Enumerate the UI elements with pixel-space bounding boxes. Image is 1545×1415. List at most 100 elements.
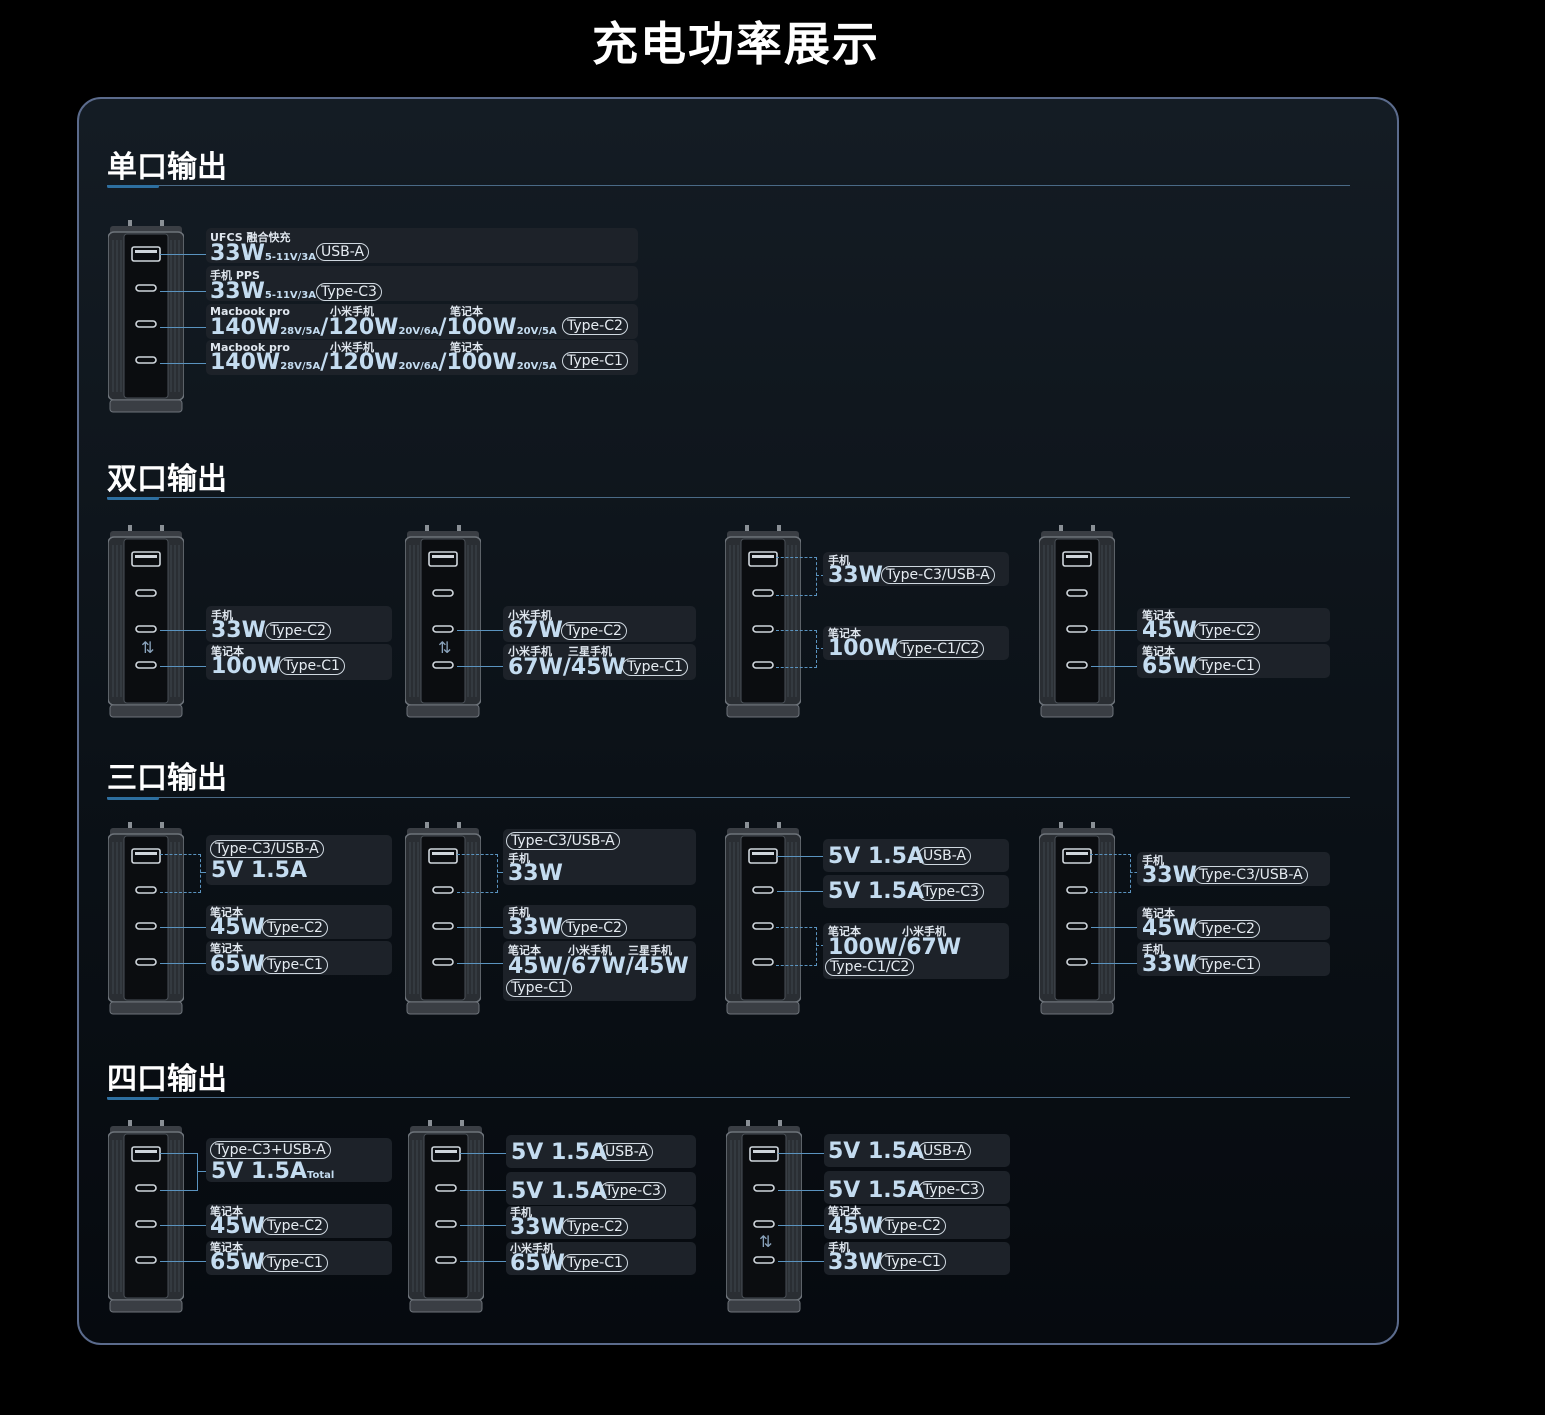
connector-line [1091, 666, 1137, 667]
device-label: 手机 PPS [210, 269, 260, 282]
power-value: 33W [828, 1250, 883, 1275]
port-badge: Type-C1 [562, 352, 628, 370]
power-value: 65W [510, 1251, 565, 1276]
group-bracket [160, 854, 201, 893]
power-value: 140W28V/5A/120W20V/6A/100W20V/5A [210, 350, 557, 375]
power-value: 5V 1.5A [828, 879, 924, 904]
power-value: 33W5-11V/3A [210, 241, 317, 266]
device-label: 手机 [828, 1241, 850, 1254]
power-value: 5V 1.5A [511, 1179, 607, 1204]
output-row [206, 228, 638, 263]
connector-line [1091, 630, 1137, 631]
power-value: 45W [1142, 618, 1197, 643]
connector-line [457, 927, 503, 928]
output-row [206, 905, 392, 939]
port-badge: Type-C3+USB-A [210, 1141, 331, 1159]
port-badge: Type-C3 [600, 1182, 666, 1200]
connector-line [160, 1225, 206, 1226]
device-label: Macbook pro [210, 341, 290, 354]
connector-line [160, 1153, 198, 1154]
charger-icon [405, 525, 481, 718]
power-value: 33W [508, 915, 563, 940]
device-label: 小米手机 [508, 645, 552, 658]
port-badge: Type-C1 [1194, 956, 1260, 974]
port-badge: Type-C2 [1194, 920, 1260, 938]
device-label: 手机 [1142, 854, 1164, 867]
output-row [824, 1242, 1010, 1275]
device-label: 小米手机 [330, 305, 374, 318]
connector-line [160, 630, 206, 631]
power-value: 140W28V/5A/120W20V/6A/100W20V/5A [210, 315, 557, 340]
device-label: 手机 [510, 1206, 532, 1219]
device-label: 小米手机 [508, 609, 552, 622]
connector-line [160, 327, 206, 328]
output-row [1137, 608, 1330, 642]
port-badge: Type-C3 [918, 1181, 984, 1199]
device-label: 小米手机 [568, 944, 612, 957]
device-label: 手机 [1142, 943, 1164, 956]
port-badge: Type-C2 [262, 1217, 328, 1235]
connector-line [160, 666, 206, 667]
device-label: 笔记本 [210, 906, 243, 919]
connector-line [460, 1225, 506, 1226]
section-title-dual: 双口输出 [107, 462, 227, 497]
port-badge: Type-C2 [561, 919, 627, 937]
power-value: 67W [508, 618, 563, 643]
charger-icon [726, 1120, 802, 1313]
section-divider [107, 497, 1350, 498]
port-badge: USB-A [316, 243, 370, 261]
power-value: 45W/67W/45W [508, 954, 689, 979]
output-row [824, 1134, 1010, 1167]
connector-line [778, 1190, 824, 1191]
port-badge: Type-C1 [880, 1253, 946, 1271]
section-accent [107, 797, 159, 800]
connector-line [160, 254, 206, 255]
output-row [503, 829, 696, 885]
port-badge: USB-A [918, 1142, 972, 1160]
group-bracket [776, 630, 817, 668]
section-divider [107, 797, 1350, 798]
section-accent [107, 497, 159, 500]
device-label: 笔记本 [211, 645, 244, 658]
device-label: 手机 [211, 609, 233, 622]
output-row [1137, 942, 1330, 976]
group-bracket [1090, 854, 1131, 893]
port-badge: Type-C3/USB-A [881, 566, 995, 584]
swap-arrows-icon: ⇅ [759, 1232, 773, 1251]
connector-line [1130, 872, 1137, 873]
connector-line [160, 1261, 206, 1262]
port-badge: Type-C1 [279, 657, 345, 675]
power-value: 65W [1142, 654, 1197, 679]
connector-line [1091, 927, 1137, 928]
device-label: 手机 [508, 906, 530, 919]
device-label: UFCS 融合快充 [210, 231, 291, 244]
connector-line [457, 666, 503, 667]
group-bracket [457, 854, 498, 893]
connector-line [777, 891, 823, 892]
section-divider [107, 185, 1350, 186]
device-label: 小米手机 [330, 341, 374, 354]
connector-line [816, 945, 824, 946]
output-row [824, 1206, 1010, 1239]
port-badge: Type-C3/USB-A [1194, 866, 1308, 884]
charger-icon [725, 525, 801, 718]
port-badge: Type-C3/USB-A [210, 840, 324, 858]
port-badge: Type-C2 [1194, 622, 1260, 640]
connector-line [1091, 963, 1137, 964]
connector-line [460, 1190, 506, 1191]
device-label: 笔记本 [210, 1205, 243, 1218]
port-badge: Type-C3 [316, 283, 382, 301]
power-value: 5V 1.5A [511, 1140, 607, 1165]
device-label: 笔记本 [828, 1205, 861, 1218]
swap-arrows-icon: ⇅ [438, 638, 452, 657]
connector-line [160, 963, 206, 964]
port-badge: USB-A [918, 847, 972, 865]
device-label: 笔记本 [828, 925, 861, 938]
output-row [823, 552, 1009, 586]
device-label: 小米手机 [902, 925, 946, 938]
power-value: 5V 1.5A [828, 1139, 924, 1164]
connector-line [497, 872, 503, 873]
device-label: 手机 [828, 554, 850, 567]
connector-line [160, 291, 206, 292]
connector-line [200, 872, 206, 873]
